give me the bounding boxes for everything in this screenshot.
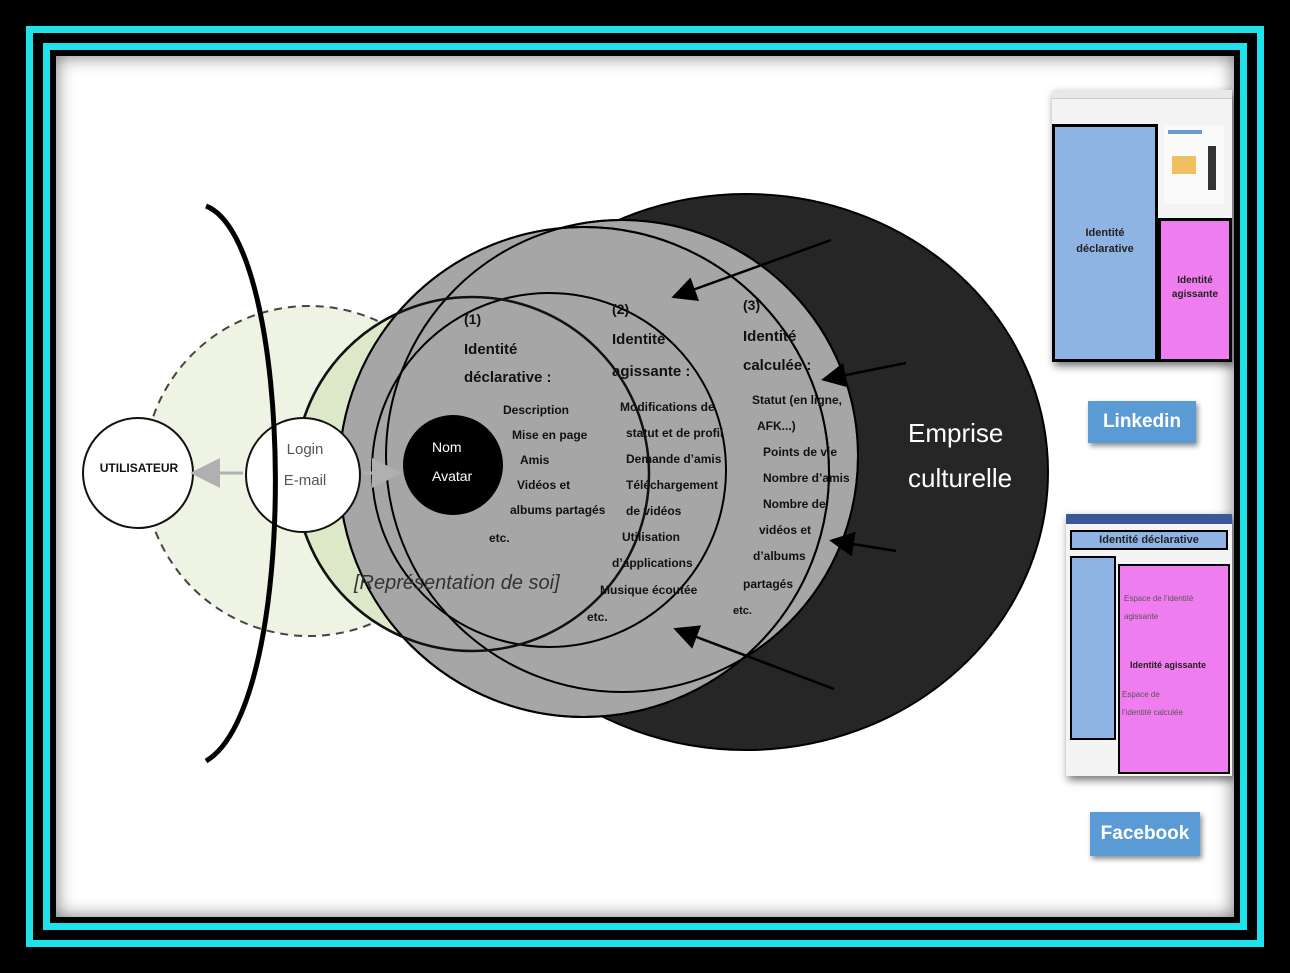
facebook-declarative-zone-top: Identité déclarative (1070, 530, 1228, 550)
facebook-agissante-zone: Espace de l’identité agissante Identité … (1118, 564, 1230, 774)
facebook-button[interactable]: Facebook (1090, 812, 1200, 856)
zone1-item: Amis (520, 453, 550, 467)
zone2-item: etc. (587, 610, 608, 624)
arrow-3-top (821, 361, 907, 388)
facebook-screenshot: Identité déclarative Espace de l’identit… (1066, 514, 1232, 776)
zone3-item: Statut (en ligne, (752, 393, 842, 407)
linkedin-agissante-zone: Identité agissante (1158, 218, 1232, 362)
arrow-2-top (671, 238, 832, 301)
zone1-item: Vidéos et (517, 478, 571, 492)
facebook-espace-agissante-1: Espace de l’identité (1124, 594, 1194, 603)
zone3-item: d’albums (753, 549, 806, 563)
zone2-title-1: Identité (612, 331, 666, 348)
bracket-curve (204, 203, 278, 764)
linkedin-agissante-label-2: agissante (1171, 289, 1219, 300)
culture-label-2: culturelle (908, 463, 1013, 493)
zone3-item: Nombre de (763, 497, 826, 511)
arrow-2-bottom (673, 625, 835, 691)
zone2-item: Téléchargement (626, 478, 719, 492)
zone3-item: vidéos et (759, 523, 812, 537)
zone3-item: etc. (733, 605, 752, 617)
zone1-item: albums partagés (510, 503, 606, 517)
linkedin-declarative-label-1: Identité (1085, 227, 1125, 239)
linkedin-topbar (1052, 90, 1232, 99)
facebook-agissante-label: Identité agissante (1130, 660, 1207, 670)
avatar-circle (403, 415, 503, 515)
culture-label-1: Emprise (908, 418, 1004, 448)
zone2-number: (2) (612, 301, 630, 317)
zone1-title-2: déclarative : (464, 369, 552, 386)
diagram-svg (82, 193, 1049, 764)
facebook-declarative-zone-left (1070, 556, 1116, 740)
zone2-item: Musique écoutée (600, 583, 698, 597)
arrow-3-bottom (829, 531, 897, 557)
zone2-item: de vidéos (626, 504, 682, 518)
zone3-item: Nombre d’amis (763, 471, 850, 485)
zone2-item: Demande d’amis (626, 452, 722, 466)
zone3-item: AFK...) (757, 419, 796, 433)
zone3-item: Points de vie (763, 445, 838, 459)
representation-label: [Représentation de soi] (354, 572, 560, 594)
login-label: Login (286, 441, 324, 458)
zone3-title-1: Identité (743, 328, 797, 345)
zone2-item: Utilisation (622, 530, 681, 544)
avatar-name-label: Nom (432, 439, 462, 455)
zone1-number: (1) (464, 311, 482, 327)
facebook-espace-agissante-2: agissante (1124, 612, 1159, 621)
facebook-espace-calculee-2: l’identité calculée (1122, 708, 1183, 717)
zone3-number: (3) (743, 297, 761, 313)
linkedin-ad (1164, 126, 1224, 204)
linkedin-agissante-label-1: Identité (1177, 275, 1213, 286)
avatar-avatar-label: Avatar (432, 468, 473, 484)
zone2-item: d’applications (612, 556, 693, 570)
linkedin-button[interactable]: Linkedin (1088, 401, 1196, 443)
zone2-item: statut et de profil (626, 426, 724, 440)
zone2-item: Modifications de (620, 400, 715, 414)
outer-frame (26, 26, 1264, 947)
diagram-canvas: UTILISATEUR Login E-mail [Représentation… (56, 56, 1234, 917)
email-label: E-mail (283, 472, 327, 489)
zone1-item: Description (503, 403, 570, 417)
zone3-title-2: calculée : (743, 357, 812, 374)
facebook-espace-calculee-1: Espace de (1122, 690, 1160, 699)
linkedin-declarative-label-2: déclarative (1076, 243, 1134, 255)
zone1-item: Mise en page (512, 428, 588, 442)
facebook-topbar (1066, 514, 1232, 524)
linkedin-screenshot: Identité déclarative Identité agissante (1052, 90, 1232, 362)
zone1-item: etc. (489, 531, 510, 545)
user-label: UTILISATEUR (99, 461, 179, 475)
linkedin-declarative-zone: Identité déclarative (1052, 124, 1158, 362)
zone2-title-2: agissante : (612, 363, 691, 380)
facebook-declarative-label: Identité déclarative (1099, 534, 1199, 546)
zone1-title-1: Identité (464, 341, 518, 358)
zone3-item: partagés (743, 577, 794, 591)
